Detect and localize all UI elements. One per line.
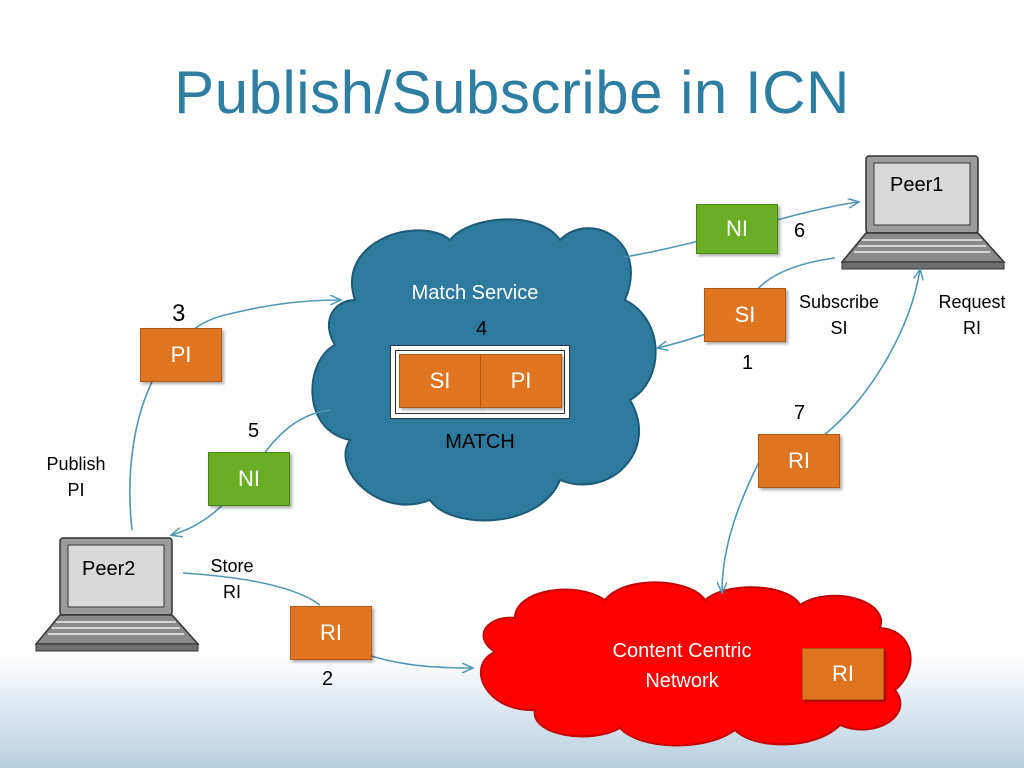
slide-title: Publish/Subscribe in ICN xyxy=(174,59,850,126)
ri-network-box: RI xyxy=(802,648,884,700)
step-6: 6 xyxy=(794,220,806,242)
request-label-line2: RI xyxy=(963,318,981,338)
publish-label-line1: Publish xyxy=(46,454,106,474)
ri-right-box: RI xyxy=(758,434,840,488)
subscribe-label-line1: Subscribe xyxy=(798,292,880,312)
content-network-label-line2: Network xyxy=(645,670,719,692)
store-label-line1: Store xyxy=(210,556,254,576)
subscribe-label-line2: SI xyxy=(830,318,848,338)
match-service-label: Match Service xyxy=(411,282,539,304)
step-3: 3 xyxy=(172,300,186,327)
store-label-line2: RI xyxy=(223,582,241,602)
arrow-fetch xyxy=(722,459,761,592)
content-network-cloud xyxy=(479,581,912,747)
match-si-box: SI xyxy=(399,354,481,408)
step-1: 1 xyxy=(742,352,754,374)
request-label-line1: Request xyxy=(938,292,1006,312)
ni-top-box: NI xyxy=(696,204,778,254)
peer1-label: Peer1 xyxy=(890,174,944,196)
peer2-label: Peer2 xyxy=(82,558,136,580)
match-pi-box: PI xyxy=(480,354,562,408)
step-5: 5 xyxy=(248,420,260,442)
peer1-laptop-icon xyxy=(840,155,1006,270)
step-7: 7 xyxy=(794,402,806,424)
ni-left-box: NI xyxy=(208,452,290,506)
si-box: SI xyxy=(704,288,786,342)
arrow-publish xyxy=(129,300,340,531)
peer2-laptop-icon xyxy=(34,537,200,652)
match-label: MATCH xyxy=(445,431,515,453)
pi-box: PI xyxy=(140,328,222,382)
step-4: 4 xyxy=(476,318,488,340)
ri-bottom-box: RI xyxy=(290,606,372,660)
step-2: 2 xyxy=(322,668,334,690)
publish-label-line2: PI xyxy=(67,480,85,500)
content-network-label-line1: Content Centric xyxy=(612,640,752,662)
arrow-request xyxy=(817,270,920,441)
arrow-store xyxy=(182,572,472,668)
